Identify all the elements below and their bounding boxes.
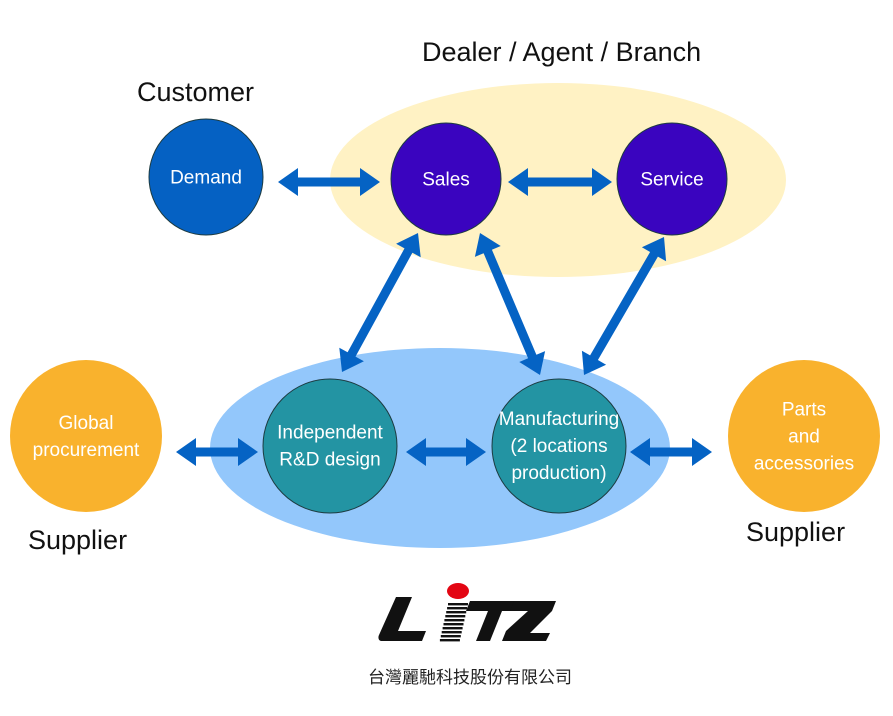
arrow-global-procurement-to-rnd — [176, 438, 258, 466]
logo-stripe — [445, 615, 466, 618]
logo-stripe — [444, 619, 465, 622]
node-label: Independent — [277, 422, 383, 443]
logo-letter-l — [378, 597, 426, 641]
node-label: Manufacturing — [499, 409, 619, 430]
logo-letter-z — [502, 601, 556, 641]
group-title-dealer: Dealer / Agent / Branch — [422, 37, 701, 67]
node-label: production) — [511, 463, 606, 484]
arrow-sales-to-service — [508, 168, 612, 196]
litz-logo — [378, 583, 556, 642]
logo-stripe — [441, 631, 462, 634]
node-label: (2 locations — [510, 436, 607, 457]
logo-stripe — [447, 607, 468, 610]
node-label: Global — [59, 413, 114, 434]
logo-stripe — [442, 627, 463, 630]
arrow-demand-to-sales — [278, 168, 380, 196]
node-label: R&D design — [279, 449, 380, 470]
node-circle — [10, 360, 162, 512]
node-label: Service — [640, 170, 703, 191]
node-label: Demand — [170, 168, 242, 189]
node-circle — [616, 122, 728, 236]
logo-stripe — [439, 639, 460, 642]
node-sales: Sales — [390, 122, 502, 236]
node-label: procurement — [33, 440, 140, 461]
node-circle — [390, 122, 502, 236]
node-label: accessories — [754, 453, 854, 474]
node-parts: Parts and accessories — [728, 360, 880, 512]
arrow-sales-to-rnd — [339, 233, 421, 372]
logo-stripe — [443, 623, 464, 626]
node-demand: Demand — [148, 118, 264, 236]
node-label: and — [788, 426, 820, 447]
logo-letter-i-stripes — [439, 603, 468, 642]
node-manufacturing: Manufacturing (2 locations production) — [491, 378, 627, 514]
node-service: Service — [616, 122, 728, 236]
node-circle — [148, 118, 264, 236]
company-name-zh: 台灣麗馳科技股份有限公司 — [368, 668, 572, 688]
group-title-supplier-right: Supplier — [746, 517, 845, 547]
logo-stripe — [446, 611, 467, 614]
node-circle — [262, 378, 398, 514]
logo-letter-t — [466, 601, 522, 641]
group-title-customer: Customer — [137, 77, 254, 107]
node-circle — [491, 378, 627, 514]
group-title-supplier-left: Supplier — [28, 525, 127, 555]
logo-stripe — [440, 635, 461, 638]
arrow-sales-to-manufacturing — [474, 233, 546, 375]
arrow-rnd-to-manufacturing — [406, 438, 486, 466]
arrow-service-to-manufacturing — [581, 237, 667, 375]
logo-stripe — [448, 603, 468, 606]
node-label: Parts — [782, 399, 826, 420]
logo-red-dot — [447, 583, 469, 599]
node-global-procurement: Global procurement — [10, 360, 162, 512]
arrow-manufacturing-to-parts — [630, 438, 712, 466]
node-label: Sales — [422, 170, 470, 191]
connection-arrows — [176, 168, 712, 466]
node-circle — [728, 360, 880, 512]
